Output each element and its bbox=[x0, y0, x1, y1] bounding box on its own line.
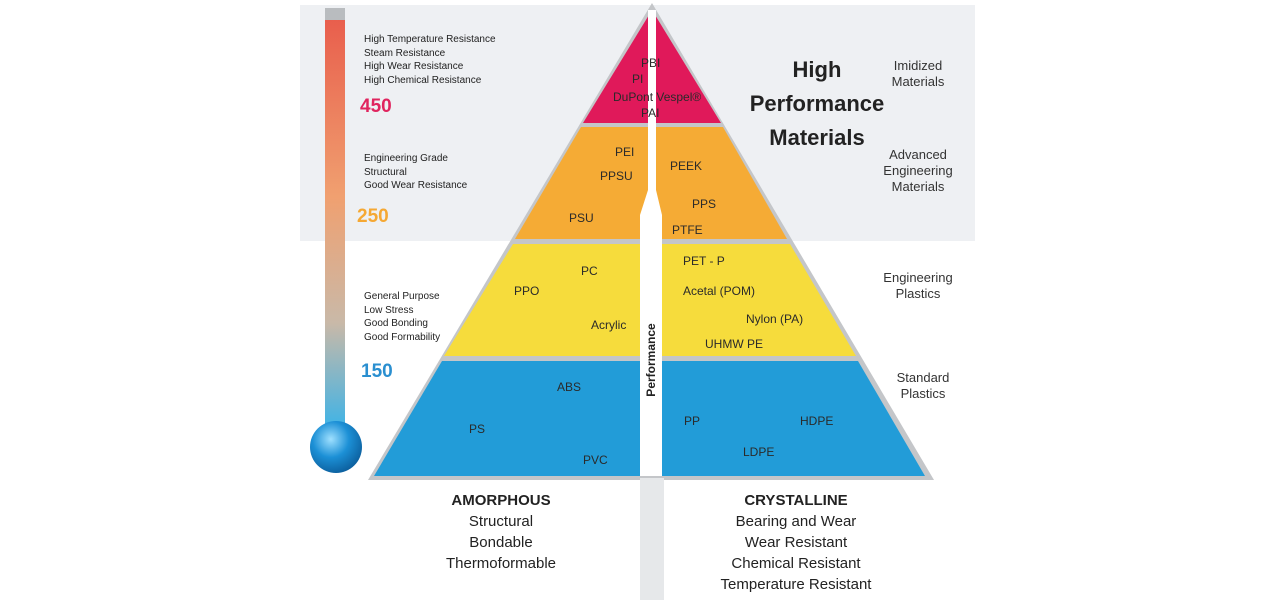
property: Structural bbox=[364, 166, 407, 178]
material-label: Nylon (PA) bbox=[746, 312, 804, 326]
trait: Wear Resistant bbox=[744, 534, 848, 551]
tier-label-line: Plastics bbox=[895, 286, 941, 301]
trait: Chemical Resistant bbox=[731, 555, 861, 572]
property: High Chemical Resistance bbox=[364, 74, 482, 86]
material-label: PPSU bbox=[600, 169, 633, 183]
property: General Purpose bbox=[364, 291, 440, 302]
trait: Bearing and Wear bbox=[735, 513, 857, 530]
props-250: Engineering Grade Structural Good Wear R… bbox=[364, 152, 467, 193]
tier-label-line: Standard bbox=[896, 370, 950, 385]
property: Good Formability bbox=[364, 331, 441, 343]
material-label: LDPE bbox=[743, 445, 775, 459]
material-label: PAI bbox=[641, 106, 660, 120]
tier-label-line: Materials bbox=[891, 74, 945, 89]
material-label: PTFE bbox=[672, 223, 703, 237]
tier-label-line: Engineering bbox=[883, 163, 953, 178]
property: Good Bonding bbox=[364, 318, 428, 329]
tier-label-line: Imidized bbox=[893, 58, 943, 73]
material-label: PC bbox=[581, 264, 598, 278]
material-label: PEI bbox=[615, 145, 635, 159]
material-label: PBI bbox=[641, 56, 661, 70]
crystalline-title: CRYSTALLINE bbox=[744, 492, 848, 509]
heading-line: Performance bbox=[749, 91, 885, 116]
material-label: PS bbox=[469, 422, 486, 436]
material-label: PPO bbox=[514, 284, 540, 298]
high-performance-heading: High Performance Materials bbox=[717, 53, 917, 155]
trait: Temperature Resistant bbox=[720, 576, 872, 593]
crystalline-section: CRYSTALLINE Bearing and Wear Wear Resist… bbox=[686, 490, 906, 595]
thermometer-cap bbox=[325, 8, 345, 20]
tier-label-line: Engineering bbox=[883, 270, 953, 285]
thermometer-bulb bbox=[310, 421, 362, 473]
trait: Thermoformable bbox=[445, 555, 557, 572]
material-label: PI bbox=[632, 72, 644, 86]
material-label: DuPont Vespel® bbox=[613, 90, 702, 104]
tier-label-line: Advanced bbox=[889, 147, 947, 162]
material-label: UHMW PE bbox=[705, 337, 763, 351]
property: Good Wear Resistance bbox=[364, 180, 468, 191]
material-label: PEEK bbox=[670, 159, 703, 173]
heading-line: Materials bbox=[769, 125, 865, 150]
performance-stripe bbox=[640, 10, 662, 476]
performance-axis-label: Performance bbox=[644, 323, 658, 397]
thermometer-tube bbox=[325, 8, 345, 428]
material-label: Acrylic bbox=[591, 318, 627, 332]
material-label: PVC bbox=[583, 453, 608, 467]
property: High Wear Resistance bbox=[364, 61, 464, 72]
property: Engineering Grade bbox=[364, 153, 448, 164]
heading-line: High bbox=[792, 57, 842, 82]
material-label: PET - P bbox=[683, 254, 725, 268]
temp-450: 450 bbox=[360, 96, 392, 117]
material-label: PSU bbox=[569, 211, 594, 225]
property: Low Stress bbox=[364, 304, 414, 316]
property: Steam Resistance bbox=[364, 47, 446, 59]
material-label: PP bbox=[684, 414, 701, 428]
material-label: ABS bbox=[557, 380, 582, 394]
material-label: PPS bbox=[692, 197, 717, 211]
props-450: High Temperature Resistance Steam Resist… bbox=[364, 33, 496, 87]
material-label: Acetal (POM) bbox=[683, 284, 756, 298]
props-150: General Purpose Low Stress Good Bonding … bbox=[364, 290, 440, 344]
temp-150: 150 bbox=[361, 361, 393, 382]
tier-label-line: Plastics bbox=[900, 386, 946, 401]
amorphous-title: AMORPHOUS bbox=[451, 492, 551, 509]
amorphous-section: AMORPHOUS Structural Bondable Thermoform… bbox=[391, 490, 611, 574]
trait: Bondable bbox=[469, 534, 533, 551]
temp-250: 250 bbox=[357, 206, 389, 227]
property: High Temperature Resistance bbox=[364, 34, 496, 45]
tier-label-line: Materials bbox=[891, 179, 945, 194]
trait: Structural bbox=[468, 513, 534, 530]
material-label: HDPE bbox=[800, 414, 834, 428]
performance-stripe-base bbox=[640, 478, 664, 600]
